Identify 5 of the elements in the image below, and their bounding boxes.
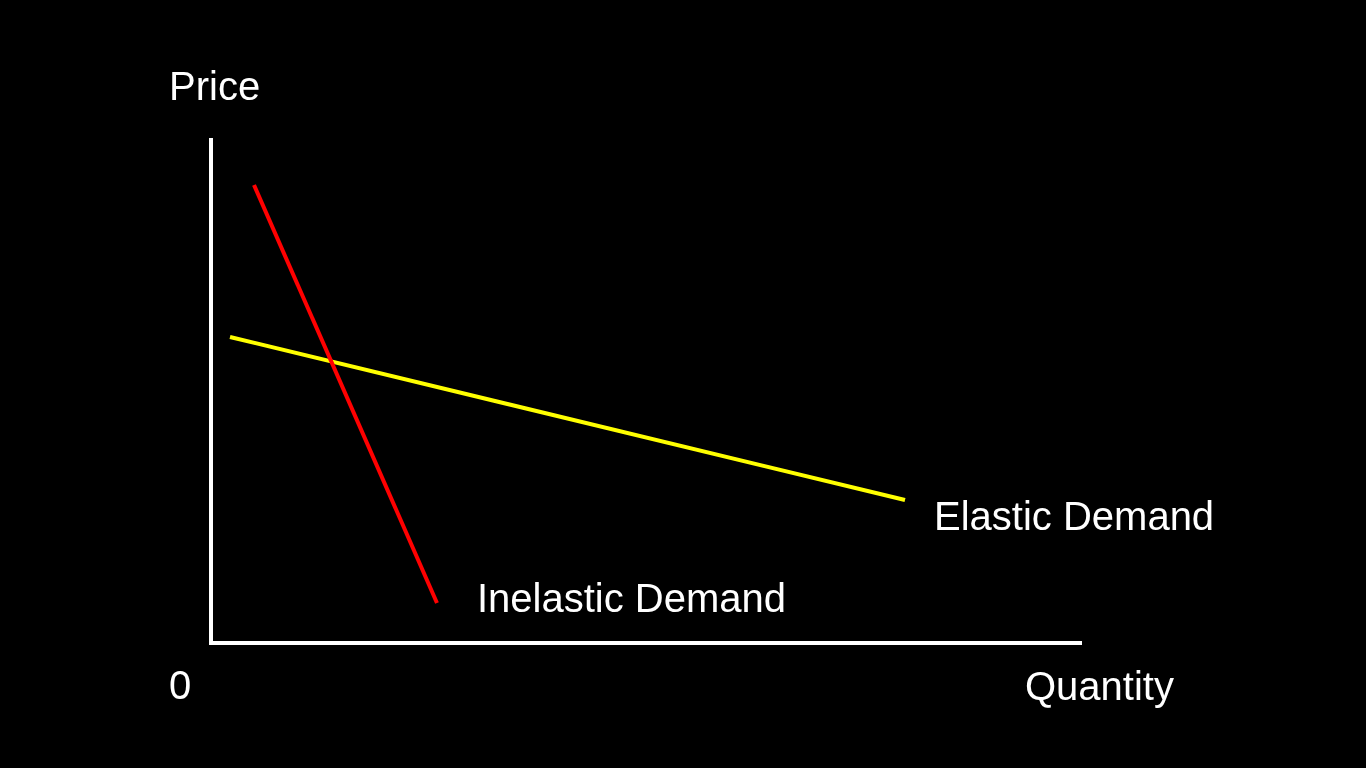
line-label: Inelastic Demand bbox=[477, 578, 787, 618]
line-label: Elastic Demand bbox=[934, 496, 1215, 536]
origin-label: 0 bbox=[169, 665, 192, 705]
axis-title: Quantity bbox=[1025, 666, 1174, 706]
axis-title: Price bbox=[169, 66, 261, 106]
